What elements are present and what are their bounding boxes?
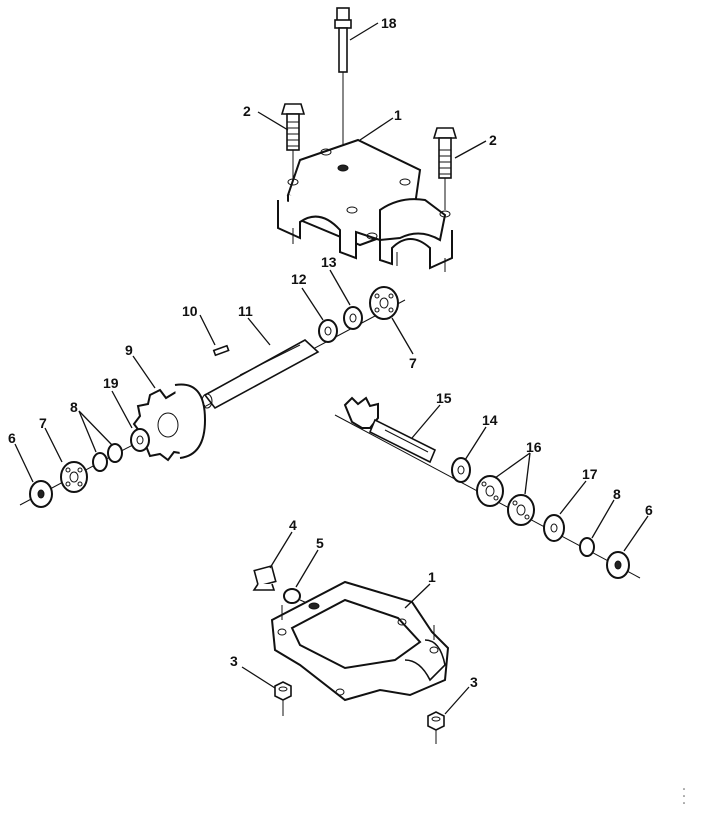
corner-marks: [683, 788, 685, 804]
part-8-ring-right: [579, 537, 595, 557]
callout-8-right: 8: [613, 486, 621, 502]
callout-8-left: 8: [70, 399, 78, 415]
callout-7-right: 7: [409, 355, 417, 371]
part-6-washer-right: [606, 551, 630, 579]
callout-15: 15: [436, 390, 452, 406]
right-pinion-group: [334, 396, 641, 579]
part-8-rings-left: [92, 443, 123, 472]
callout-14: 14: [482, 412, 498, 428]
part-9-gear: [132, 383, 207, 462]
upper-housing-group: [277, 7, 458, 272]
callout-12: 12: [291, 271, 307, 287]
callout-13: 13: [321, 254, 337, 270]
callout-9: 9: [125, 342, 133, 358]
part-16-bearing-a: [476, 475, 504, 507]
part-6-washer-left: [29, 480, 53, 508]
callout-7-left: 7: [39, 415, 47, 431]
part-3-nut-right: [427, 711, 445, 744]
part-4-plug: [252, 564, 277, 591]
part-13-washer: [343, 306, 363, 330]
leader-lines: [14, 22, 649, 715]
callout-2-left: 2: [243, 103, 251, 119]
part-3-nut-left: [274, 681, 292, 716]
callout-5: 5: [316, 535, 324, 551]
callout-10: 10: [182, 303, 198, 319]
part-5-oring: [283, 588, 315, 607]
part-2-bolt-left: [280, 103, 306, 182]
part-12-washer: [318, 319, 338, 343]
callout-6-left: 6: [8, 430, 16, 446]
part-11-shaft: [201, 339, 320, 410]
part-15-pinion-shaft: [343, 396, 437, 464]
callout-1-lower: 1: [428, 569, 436, 585]
callout-3-left: 3: [230, 653, 238, 669]
callout-1-upper: 1: [394, 107, 402, 123]
part-17-washer: [543, 514, 565, 542]
part-10-key: [212, 344, 230, 357]
part-7-bearing-right: [369, 286, 399, 320]
callout-3-right: 3: [470, 674, 478, 690]
callout-6-right: 6: [645, 502, 653, 518]
callout-11: 11: [238, 303, 253, 319]
part-1-lower-housing: [270, 580, 450, 702]
callout-18: 18: [381, 15, 397, 31]
lower-housing-group: [252, 564, 450, 744]
part-1-upper-housing: [277, 138, 453, 272]
part-16-bearing-b: [507, 494, 535, 526]
part-19-washer: [130, 428, 150, 452]
part-7-bearing-left: [60, 461, 88, 493]
callout-labels: 18 2 1 2 10 11 12 13 7 9 19 8 7 6 15 14 …: [8, 15, 653, 690]
left-shaft-group: [19, 286, 406, 508]
part-2-bolt-right: [432, 127, 458, 210]
callout-16: 16: [526, 439, 542, 455]
part-14-washer: [451, 457, 471, 483]
part-18-stud: [334, 7, 352, 165]
callout-17: 17: [582, 466, 598, 482]
callout-4: 4: [289, 517, 297, 533]
callout-2-right: 2: [489, 132, 497, 148]
callout-19: 19: [103, 375, 119, 391]
